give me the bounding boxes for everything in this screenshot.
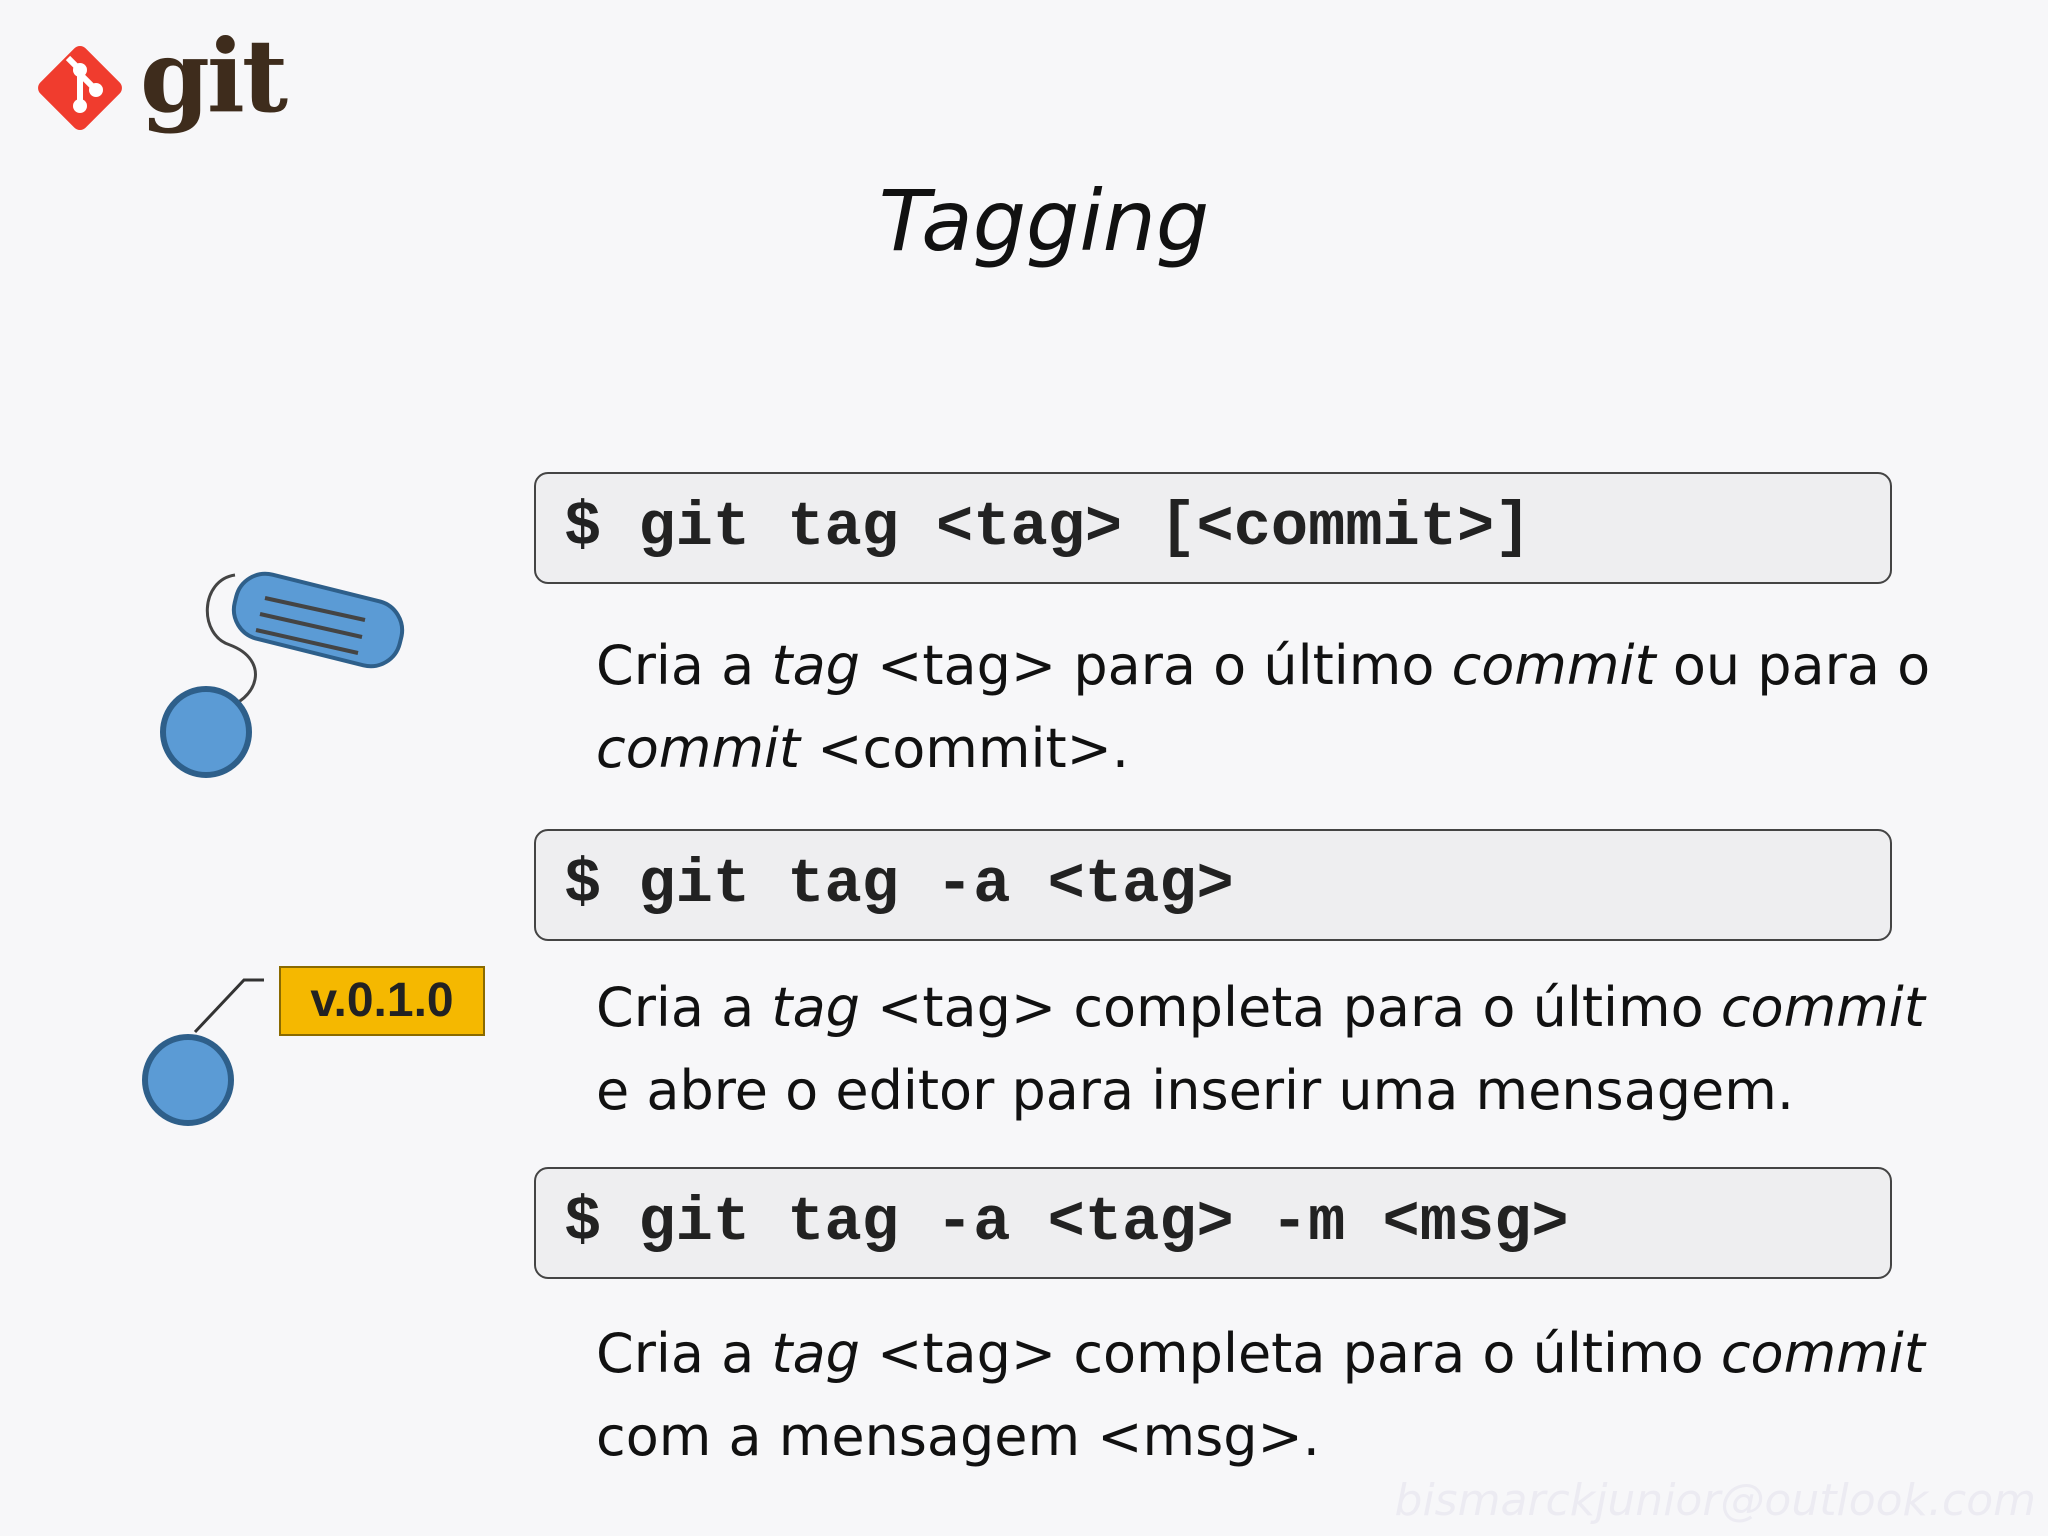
description-line: Cria a tag <tag> completa para o último … [596, 976, 1925, 1039]
tag-connector-line [193, 978, 264, 1034]
command-description: Cria a tag <tag> completa para o último … [596, 966, 2036, 1132]
tag-shape-icon [231, 571, 405, 669]
git-diamond-icon [38, 46, 122, 130]
page-title: Tagging [878, 172, 1210, 270]
annotated-tag-illustration [142, 978, 264, 1126]
tag-string [205, 573, 257, 712]
commit-node [160, 686, 252, 778]
description-line: e abre o editor para inserir uma mensage… [596, 1059, 1795, 1122]
command-description: Cria a tag <tag> completa para o último … [596, 1312, 2036, 1478]
command-box: $ git tag <tag> [<commit>] [534, 472, 1892, 584]
logo-text: git [140, 17, 288, 135]
command-box: $ git tag -a <tag> -m <msg> [534, 1167, 1892, 1279]
command-box: $ git tag -a <tag> [534, 829, 1892, 941]
commit-node [142, 1034, 234, 1126]
git-logo: git [32, 26, 288, 136]
description-line: commit <commit>. [596, 717, 1130, 780]
description-line: Cria a tag <tag> para o último commit ou… [596, 634, 1931, 697]
annotated-tag-label: v.0.1.0 [279, 966, 485, 1036]
description-line: Cria a tag <tag> completa para o último … [596, 1322, 1925, 1385]
description-line: com a mensagem <msg>. [596, 1405, 1320, 1468]
watermark: bismarckjunior@outlook.com [1394, 1475, 2036, 1526]
lightweight-tag-illustration [160, 571, 405, 778]
command-description: Cria a tag <tag> para o último commit ou… [596, 624, 2036, 790]
